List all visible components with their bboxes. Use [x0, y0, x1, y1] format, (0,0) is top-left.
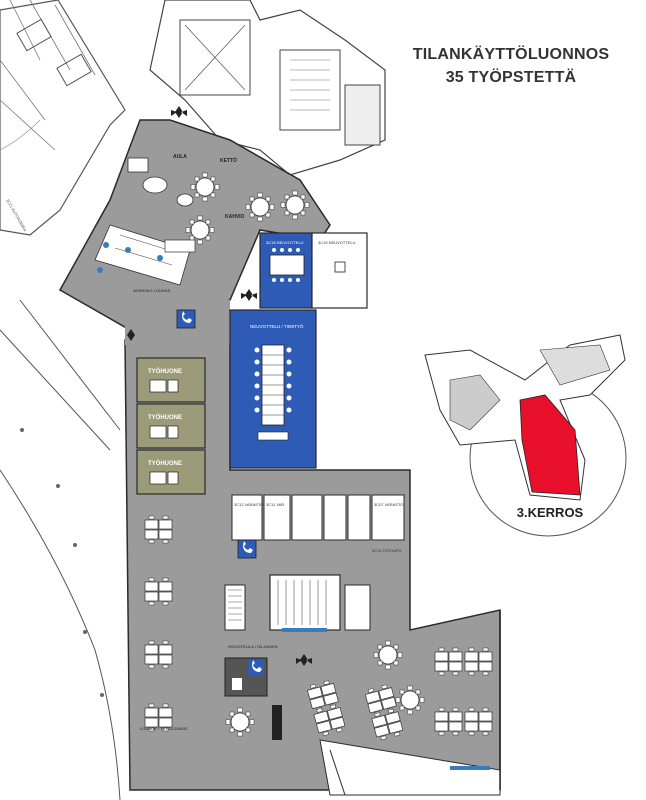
room-label-kahvio: KAHVIO	[225, 214, 245, 220]
column-dot	[20, 428, 24, 432]
room-label-3c18: 3C18 NEUVOTTELU	[266, 240, 304, 245]
room-label-3c14: 3C14 TSTOAPU	[372, 548, 402, 553]
work-rooms: TYÖHUONE TYÖHUONE TYÖHUONE	[136, 357, 206, 495]
phone-icon	[176, 309, 268, 697]
main-floor	[58, 119, 501, 796]
floor-label: 3.KERROS	[516, 505, 584, 520]
top-service-wing	[149, 0, 386, 176]
work-room-label-1: TYÖHUONE	[148, 368, 182, 375]
room-label-lounge: LOUNGE / TSTOLOUNGE	[140, 726, 188, 731]
lobby-furniture: AULA KETTÖ KAHVIO WORKING LOUNGE	[94, 154, 310, 293]
column-dot	[73, 543, 77, 547]
service-rooms: 3C12 VARASTO 3C11 VAR 3C07 VARASTO 3C14 …	[224, 494, 405, 632]
room-label-aula: AULA	[173, 154, 187, 160]
room-label-3c11: 3C11 VAR	[266, 502, 284, 507]
room-label-3c07: 3C07 VARASTO	[374, 502, 403, 507]
column-dot	[56, 484, 60, 488]
plan-title-line1: TILANKÄYTTÖLUONNOS	[412, 46, 610, 63]
conference-table	[254, 344, 292, 441]
plant-icon	[127, 106, 312, 740]
column-dot	[100, 693, 104, 697]
room-label-3c19: 3C19 NEUVOTTELU	[318, 240, 356, 245]
stairwell	[269, 574, 341, 631]
exterior-curves	[0, 299, 121, 800]
room-label-working-lounge: WORKING LOUNGE	[133, 288, 171, 293]
room-label-hiljainen: RIDOSTELILA / HILJAINEN	[228, 644, 278, 649]
current-floor-highlight	[519, 394, 581, 496]
window-strip	[450, 766, 490, 770]
room-label-3c12: 3C12 VARASTO	[234, 502, 263, 507]
work-room-label-3: TYÖHUONE	[148, 460, 182, 467]
key-plan	[424, 334, 627, 537]
work-room-label-2: TYÖHUONE	[148, 414, 182, 421]
room-label-kettu: KETTÖ	[220, 157, 237, 164]
room-label-tiimityo: NEUVOTTELU / TIIMITYÖ	[250, 323, 304, 329]
upper-left-wing: 3C21 AUTOASEMIA	[0, 0, 126, 236]
meeting-rooms: 3C18 NEUVOTTELU 3C19 NEUVOTTELU NEUVOTTE…	[229, 232, 368, 469]
plan-title-line2: 35 TYÖPSTETTÄ	[445, 69, 577, 86]
column-dot	[83, 630, 87, 634]
